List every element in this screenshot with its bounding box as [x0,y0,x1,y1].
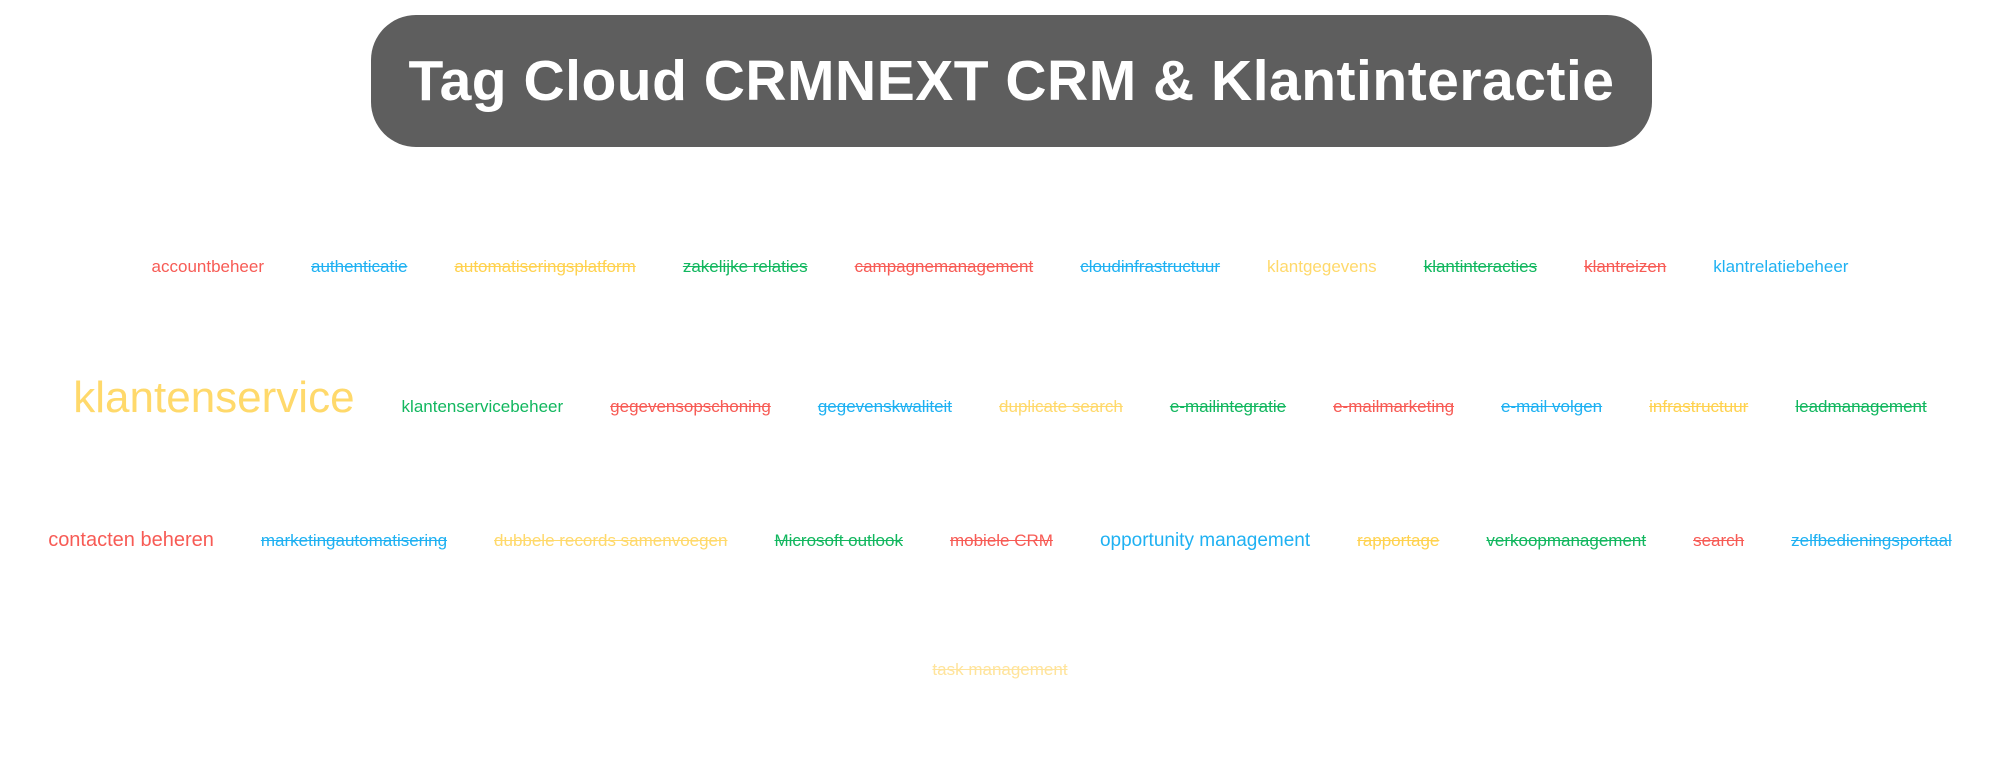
tag-klantgegevens[interactable]: klantgegevens [1267,257,1377,276]
tag-accountbeheer[interactable]: accountbeheer [151,257,265,276]
tag-rapportage[interactable]: rapportage [1357,531,1440,550]
tag-klantenservice[interactable]: klantenservice [73,373,355,422]
tag-gegevensopschoning[interactable]: gegevensopschoning [610,397,771,416]
tag-klantinteracties[interactable]: klantinteracties [1423,257,1538,276]
tag-authenticatie[interactable]: authenticatie [311,257,408,276]
page-title: Tag Cloud CRMNEXT CRM & Klantinteractie [408,49,1615,113]
tag-klantrelatiebeheer[interactable]: klantrelatiebeheer [1713,257,1849,276]
tag-mobiele-crm[interactable]: mobiele CRM [949,531,1053,550]
tag-zakelijke-relaties[interactable]: zakelijke relaties [682,257,808,276]
tag-klantreizen[interactable]: klantreizen [1584,257,1667,276]
tag-zelfbedieningsportaal[interactable]: zelfbedieningsportaal [1791,531,1952,550]
tag-contacten-beheren[interactable]: contacten beheren [48,529,214,551]
tag-verkoopmanagement[interactable]: verkoopmanagement [1486,531,1647,550]
tag-campagnemanagement[interactable]: campagnemanagement [854,257,1034,276]
tag-klantenservicebeheer[interactable]: klantenservicebeheer [401,397,564,416]
tag-search[interactable]: search [1693,531,1745,550]
tag-cloud-row-4: task management [0,660,2000,680]
page-title-banner: Tag Cloud CRMNEXT CRM & Klantinteractie [371,15,1652,147]
tag-e-mailintegratie[interactable]: e-mailintegratie [1169,397,1287,416]
tag-leadmanagement[interactable]: leadmanagement [1795,397,1927,416]
tag-cloud-row-2: klantenservice klantenservicebeheer gegeve… [0,372,2000,425]
tag-cloud-row-3: contacten beheren marketingautomatisering… [0,528,2000,553]
tag-gegevenskwaliteit[interactable]: gegevenskwaliteit [817,397,953,416]
tag-e-mailmarketing[interactable]: e-mailmarketing [1333,397,1455,416]
tag-marketingautomatisering[interactable]: marketingautomatisering [260,531,448,550]
tag-cloud-row-1: accountbeheer authenticatie automatisering… [0,257,2000,277]
tag-automatiseringsplatform[interactable]: automatiseringsplatform [454,257,636,276]
tag-task-management[interactable]: task management [932,660,1068,679]
tag-e-mail-volgen[interactable]: e-mail volgen [1501,397,1603,416]
tag-microsoft-outlook[interactable]: Microsoft outlook [774,531,903,550]
tag-infrastructuur[interactable]: infrastructuur [1649,397,1749,416]
tag-opportunity-management[interactable]: opportunity management [1099,530,1311,551]
tag-cloudinfrastructuur[interactable]: cloudinfrastructuur [1080,257,1221,276]
tag-dubbele-records-samenvoegen[interactable]: dubbele records samenvoegen [494,531,728,550]
tag-duplicate-search[interactable]: duplicate search [999,397,1123,416]
